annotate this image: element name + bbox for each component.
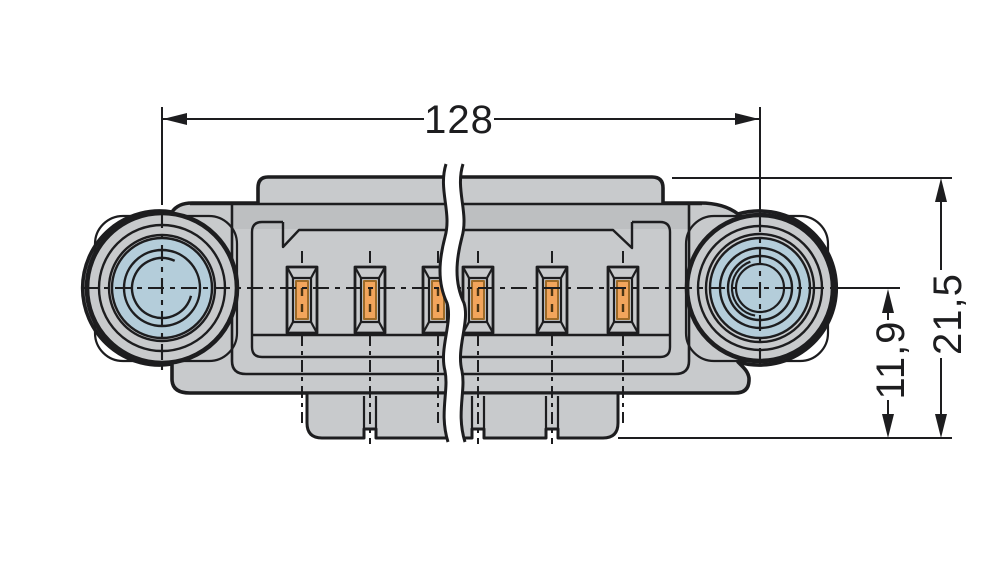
left-thread-arc <box>130 256 193 320</box>
dimensions: 128 21,5 11,9 <box>161 98 970 439</box>
pin-blade <box>295 280 309 320</box>
break-lines <box>438 163 467 443</box>
feet-slot-channels <box>362 396 560 429</box>
dimension-width: 128 <box>163 98 759 142</box>
pin-contact <box>461 251 495 444</box>
pin-blade <box>471 280 485 320</box>
pin-contact <box>353 251 387 444</box>
extension-lines <box>161 107 952 439</box>
pin-blade <box>616 280 630 320</box>
arrow-right <box>735 113 759 125</box>
dim-height-center-label: 11,9 <box>869 321 913 400</box>
break-line-left <box>438 163 450 443</box>
pin-contact <box>285 251 319 423</box>
right-thread-arc <box>730 260 756 317</box>
pin-blade <box>363 280 377 320</box>
pin-contact <box>535 251 569 444</box>
pin-blade <box>545 280 559 320</box>
dim-height-total-label: 21,5 <box>926 273 970 355</box>
pin-contact <box>606 251 640 423</box>
dimension-height-center: 11,9 <box>869 289 913 438</box>
arrow-up <box>935 178 947 202</box>
arrow-up <box>882 289 894 313</box>
dim-width-label: 128 <box>424 98 494 142</box>
dimension-height-total: 21,5 <box>926 178 970 438</box>
arrow-left <box>163 113 187 125</box>
break-line-right <box>455 163 467 443</box>
arrow-down <box>882 414 894 438</box>
arrow-down <box>935 414 947 438</box>
